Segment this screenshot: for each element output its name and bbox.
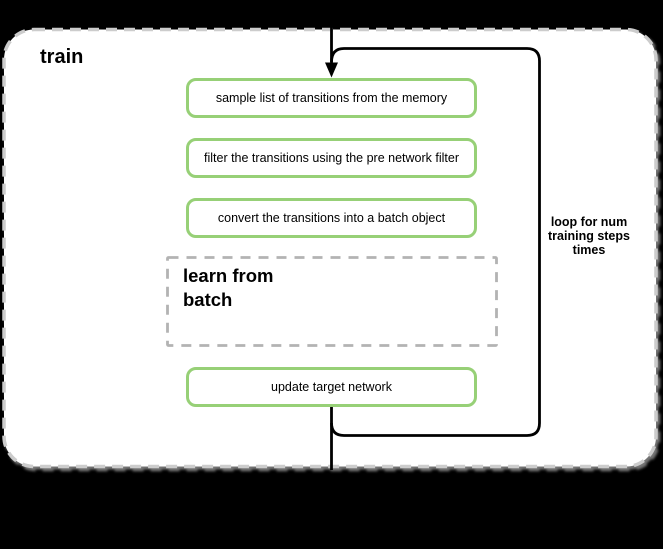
sub-process-label: learn from batch: [183, 265, 274, 310]
incoming-arrowhead-icon: [325, 62, 338, 78]
step-update-target-network: update target network: [186, 367, 477, 407]
step-convert-to-batch: convert the transitions into a batch obj…: [186, 198, 477, 238]
learn-from-batch-box: [166, 256, 498, 347]
loop-annotation: loop for num training steps times: [548, 215, 630, 257]
step-filter-transitions: filter the transitions using the pre net…: [186, 138, 477, 178]
train-container-box: [2, 27, 658, 469]
container-title: train: [40, 46, 84, 68]
step-sample-transitions: sample list of transitions from the memo…: [186, 78, 477, 118]
loop-rectangle: [330, 47, 541, 437]
